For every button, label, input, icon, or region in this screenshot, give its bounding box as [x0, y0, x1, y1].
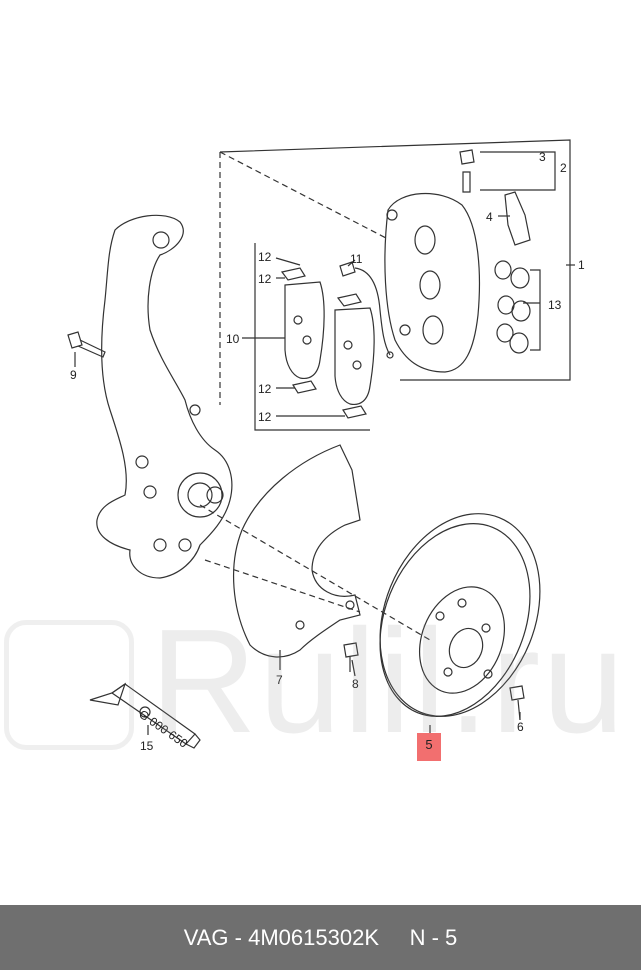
- bolt-9: [67, 331, 106, 358]
- callout-12d: 12: [258, 410, 272, 424]
- wear-sensor-11: [339, 261, 394, 359]
- piston-seals: [494, 260, 531, 354]
- callout-2: 2: [560, 161, 567, 175]
- callout-7: 7: [276, 673, 283, 687]
- footer-separator: -: [234, 924, 242, 950]
- callout-10: 10: [226, 332, 240, 346]
- callout-4: 4: [486, 210, 493, 224]
- callout-11: 11: [350, 252, 363, 266]
- watermark-logo: [4, 620, 134, 750]
- footer-bar: VAG - 4M0615302K N - 5: [0, 905, 641, 970]
- callout-13: 13: [548, 298, 562, 312]
- callout-8: 8: [352, 677, 359, 691]
- spring-clip-4: [504, 191, 531, 246]
- callout-15: 15: [140, 739, 154, 753]
- callout-12c: 12: [258, 382, 272, 396]
- brake-caliper: [384, 193, 481, 373]
- callout-5: 5: [425, 737, 433, 752]
- callout-9: 9: [70, 368, 77, 382]
- highlight-marker: [417, 733, 441, 761]
- brake-pads: [280, 267, 375, 419]
- callout-12b: 12: [258, 272, 272, 286]
- exploded-parts-diagram: 1 2 3 4 6 7 8 9 10 11 12 12 12 12 13 15 …: [67, 139, 585, 753]
- footer-part-number: 4M0615302K: [248, 924, 380, 950]
- footer-position: N - 5: [409, 924, 458, 950]
- diagram-svg: 1 2 3 4 6 7 8 9 10 11 12 12 12 12 13 15 …: [67, 139, 585, 753]
- callout-1: 1: [578, 258, 585, 272]
- callout-12a: 12: [258, 250, 272, 264]
- bleed-screw: [459, 149, 475, 193]
- splash-shield: [232, 444, 361, 658]
- footer-brand: VAG: [183, 924, 229, 950]
- bolt-8: [343, 642, 359, 672]
- grease-tube-15: [89, 682, 201, 749]
- brake-disc: [379, 513, 541, 717]
- callout-3: 3: [539, 150, 546, 164]
- watermark-text: Rulil.ru: [150, 599, 627, 764]
- callout-6: 6: [517, 720, 524, 734]
- steering-knuckle: [96, 214, 233, 579]
